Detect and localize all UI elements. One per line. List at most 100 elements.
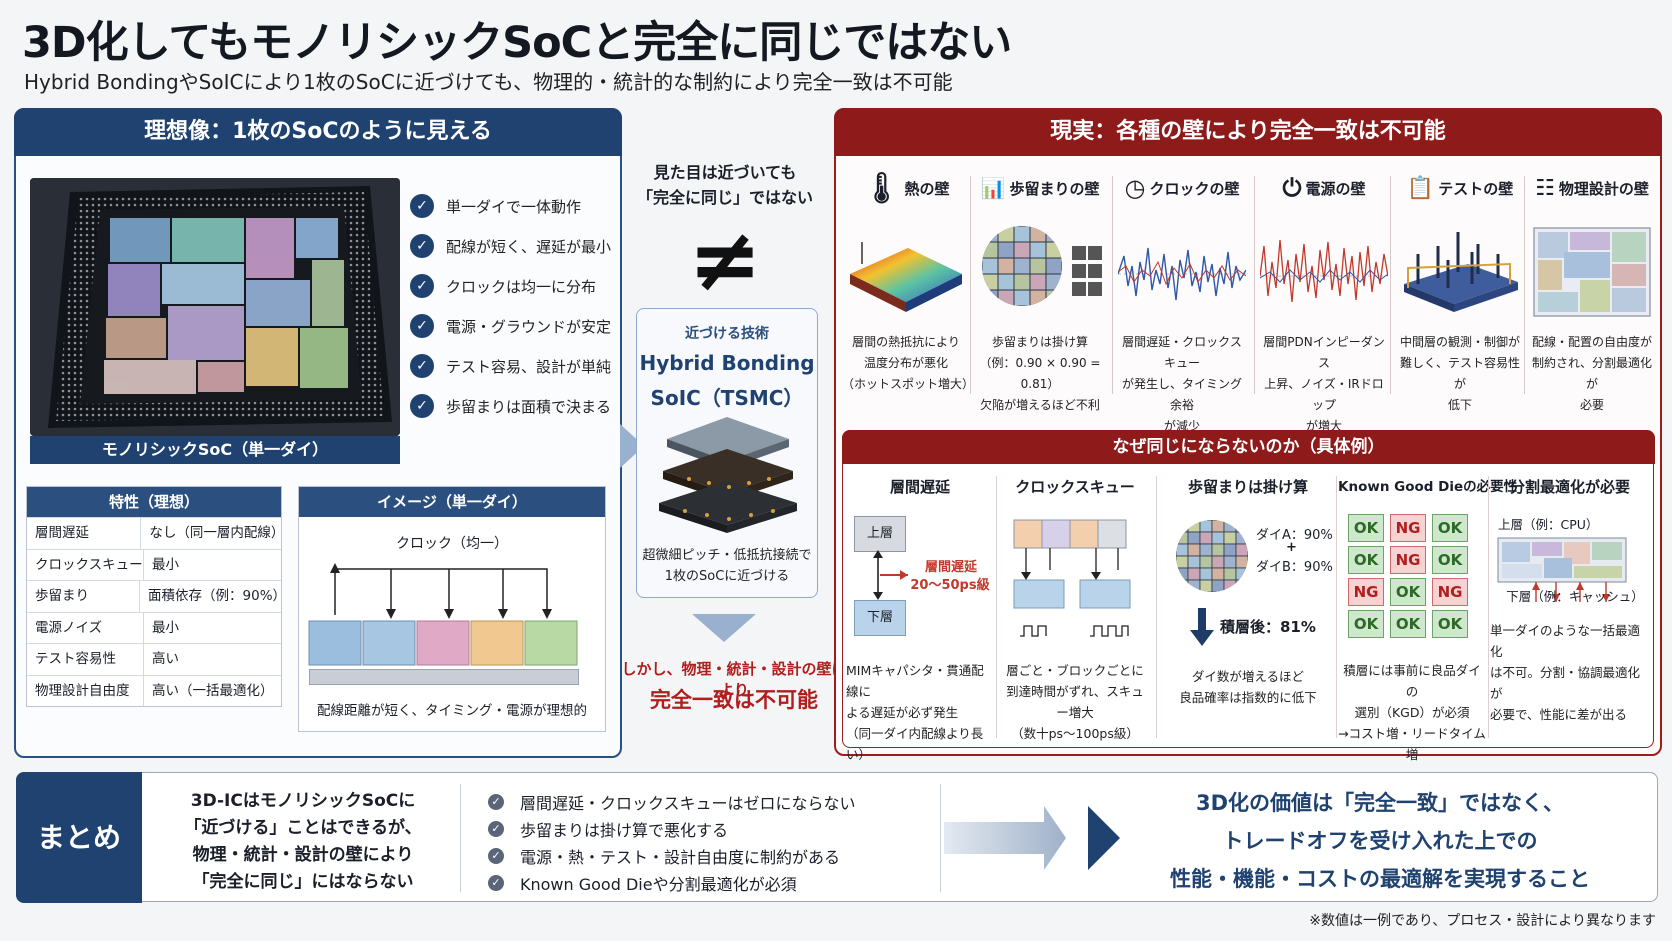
summary-text-line: 物理・統計・設計の壁により [192,845,414,865]
page-title: 3D化してもモノリシックSoCと完全に同じではない [22,18,1012,68]
lower-layer-label: 下層（例：キャッシュ） [1506,589,1644,604]
lower-layer-block: 下層 [854,600,906,636]
summary-list-item: ✓Known Good Dieや分割最適化が必須 [488,869,928,896]
arrow-down-icon [1190,608,1214,646]
summary-conclusion: 3D化の価値は「完全一致」ではなく、 トレードオフを受け入れた上での 性能・機能… [1110,784,1650,898]
table-value: 面積依存（例：90%） [148,588,287,604]
summary-text-line: 3D-ICはモノリシックSoCに [190,791,416,811]
why-desc-line: （同一ダイ内配線より長い） [846,726,984,762]
tech-desc-line: 1枚のSoCに近づける [664,569,790,584]
kgd-cell: OK [1348,546,1384,574]
why-panel [842,430,1654,748]
wall-description: 層間遅延・クロックスキュー が発生し、タイミング余裕 が減少 [1118,332,1246,437]
wall-desc-line: が発生し、タイミング余裕 [1121,377,1242,412]
delay-arrow-icon [873,550,908,600]
stacked-die-image [659,417,797,533]
why-column-title: 分割最適化が必要 [1509,478,1630,496]
why-desc-line: 到達時間がずれ、スキュー増大 [1006,684,1144,720]
table-row: 物理設計自由度高い（一括最適化） [27,674,281,706]
wall-desc-line: 必要 [1579,398,1604,412]
clock-tree-diagram [308,563,578,666]
table-header: 特性（理想） [27,487,281,517]
check-icon: ✓ [488,874,504,891]
summary-item-label: 歩留まりは掛け算で悪化する [520,820,729,840]
ideal-check-list: ✓単一ダイで一体動作 ✓配線が短く、遅延が最小 ✓クロックは均一に分布 ✓電源・… [410,186,615,426]
wall-divider [1254,176,1255,394]
wall-divider [1390,176,1391,394]
wall-desc-line: 制約され、分割最適化が [1531,356,1653,391]
wall-desc-line: 中間層の観測・制御が [1399,335,1520,349]
partition-floorplan [1497,537,1627,602]
floorplan-image [1533,227,1651,317]
arrow-right-icon [620,424,644,472]
kgd-cell: OK [1432,514,1468,542]
summary-list: ✓層間遅延・クロックスキューはゼロにならない ✓歩留まりは掛け算で悪化する ✓電… [488,788,928,896]
wall-title: 物理設計の壁 [1558,179,1649,198]
check-item: ✓歩留まりは面積で決まる [410,386,615,426]
why-description: 層ごと・ブロックごとに 到達時間がずれ、スキュー増大 （数十ps〜100ps級） [1000,660,1150,744]
summary-tab: まとめ [16,772,142,903]
middle-note-line: 「完全に同じ」ではない [636,188,813,207]
wall-desc-line: 温度分布が悪化 [863,356,948,370]
upper-layer-label: 上層（例：CPU） [1498,517,1599,532]
why-desc-line: MIMキャパシタ・貫通配線に [846,663,984,699]
why-divider [1336,476,1337,738]
clipboard-icon: 📋 [1406,175,1435,201]
summary-text-line: 「近づける」ことはできるが、 [184,818,422,838]
table-row: 歩留まり面積依存（例：90%） [27,580,287,612]
tech-description: 超微細ピッチ・低抵抗接続で 1枚のSoCに近づける [637,545,817,587]
kgd-cell: OK [1432,610,1468,638]
check-icon: ✓ [410,274,434,298]
summary-text-line: 「完全に同じ」にはならない [192,872,414,892]
bonding-tech-box: 近づける技術 Hybrid Bonding SoIC（TSMC） 超微細ピッチ・… [636,308,818,598]
wall-desc-line: 層間の熱抵抗により [852,335,960,349]
why-desc-line: 積層には事前に良品ダイの [1343,663,1481,699]
table-key: クロックスキュー [27,549,144,580]
why-desc-line: 単一ダイのような一括最適化 [1490,623,1641,659]
however-text: しかし、物理・統計・設計の壁により [621,660,847,699]
die-a-yield: ダイA：90% [1256,528,1333,543]
clock-icon: ◷ [1124,174,1146,202]
layout-icon: ☷ [1535,175,1555,201]
summary-conclusion-line: トレードオフを受け入れた上での [1222,829,1538,853]
middle-note-line: 見た目は近づいても [653,163,797,182]
wall-description: 配線・配置の自由度が 制約され、分割最適化が 必要 [1528,332,1656,416]
yield-chart-icon: 📊 [980,176,1006,200]
table-key: 層間遅延 [27,518,142,549]
table-value: 最小 [152,619,179,636]
kgd-cell: NG [1432,578,1468,606]
kgd-cell: OK [1390,578,1426,606]
wall-desc-line: 欠陥が増えるほど不利 [980,398,1100,412]
why-desc-line: 選別（KGD）が必須 [1354,705,1470,720]
why-partition-optimization: 分割最適化が必要 上層（例：CPU） 下層（例：キャッシュ） 単一ダイのような一… [1490,470,1650,740]
wall-desc-line: 配線・配置の自由度が [1531,335,1652,349]
wall-desc-line: （例：0.90 × 0.90 = 0.81） [979,356,1101,391]
check-icon: ✓ [410,234,434,258]
summary-arrow-icon [944,806,1120,870]
wall-divider [1112,176,1113,394]
clock-skew-waveform [1118,247,1246,301]
why-divider [996,476,997,738]
thermometer-icon: 🌡 [862,170,901,206]
why-column-title: クロックスキュー [1015,478,1135,496]
substrate-bar [309,669,579,685]
why-desc-line: 良品確率は指数的に低下 [1179,690,1317,705]
monolithic-soc-caption: モノリシックSoC（単一ダイ） [30,436,400,464]
table-key: 歩留まり [27,581,141,612]
why-desc-line: は不可。分割・協調最適化が [1490,665,1641,701]
check-item: ✓クロックは均一に分布 [410,266,615,306]
table-row: テスト容易性高い [27,643,281,675]
wall-title: 歩留まりの壁 [1009,179,1100,198]
check-icon: ✓ [410,354,434,378]
wall-divider [1524,176,1525,394]
check-item-label: テスト容易、設計が単純 [446,357,612,376]
table-key: テスト容易性 [27,644,144,675]
summary-conclusion-line: 3D化の価値は「完全一致」ではなく、 [1195,791,1565,815]
wall-desc-line: 層間遅延・クロックスキュー [1122,335,1242,370]
test-probe-image [1404,232,1518,312]
why-divider [1156,476,1157,738]
summary-divider [460,784,461,892]
why-divider [1488,476,1489,738]
impossible-text: 完全一致は不可能 [650,688,818,712]
kgd-cell: OK [1348,610,1384,638]
